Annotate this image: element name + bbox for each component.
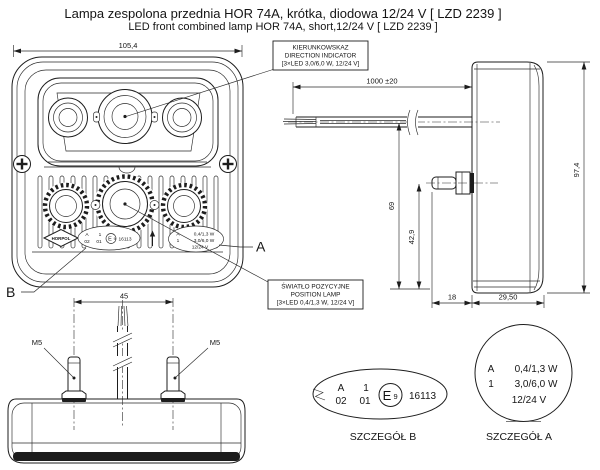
detail-a-row1-label: A <box>488 364 495 375</box>
front-mark-number: 16113 <box>119 236 132 242</box>
detail-b: A 02 1 01 E 9 16113 SZCZEGÓŁ B <box>312 368 448 443</box>
side-stud <box>426 171 498 195</box>
dim-cable-length-label: 1000 ±20 <box>366 77 397 86</box>
detail-b-col2-top: 1 <box>363 383 369 394</box>
label-a: A <box>218 239 266 255</box>
screw-right <box>219 155 237 173</box>
detail-a-row1-value: 0,4/1,3 W <box>515 364 558 375</box>
direction-leader-dot <box>123 114 127 119</box>
dim-total-height: 97,4 <box>547 61 590 294</box>
front-mark-e9: 9 <box>114 237 116 241</box>
front-watt-r2v: 3,0/6,0 W <box>194 238 215 244</box>
detail-a: A 0,4/1,3 W 1 3,0/6,0 W 12/24 V SZCZEGÓŁ… <box>474 324 573 443</box>
detail-b-caption: SZCZEGÓŁ B <box>350 430 417 443</box>
dim-stud-spacing-label: 45 <box>120 292 128 301</box>
detail-b-col2-bottom: 01 <box>359 396 371 407</box>
label-b: B <box>6 247 87 300</box>
dim-stud-height-label: 42,9 <box>407 230 416 245</box>
front-top-lamps <box>48 89 202 144</box>
detail-a-row2-label: 1 <box>488 379 494 390</box>
callout-position-lamp: ŚWIATŁO POZYCYJNE POSITION LAMP [3×LED 0… <box>125 204 364 310</box>
drawing-title-line1: Lampa zespolona przednia HOR 74A, krótka… <box>64 6 501 21</box>
dim-cable-height-label: 69 <box>387 202 396 210</box>
stud-label-right: M5 <box>173 338 220 380</box>
detail-a-caption: SZCZEGÓŁ A <box>486 430 552 443</box>
dim-total-height-label: 97,4 <box>572 163 581 178</box>
front-mark-1: 1 <box>99 232 102 238</box>
callout-position-line3: [3×LED 0,4/1,3 W, 12/24 V] <box>277 300 355 307</box>
callout-direction-line2: DIRECTION INDICATOR <box>285 53 357 60</box>
front-mark-02: 02 <box>84 239 90 245</box>
front-wattage-mark: A 0,4/1,3 W 1 3,0/6,0 W 12/24 V <box>168 225 224 253</box>
bottom-body <box>7 398 246 464</box>
front-view: 105,4 <box>6 41 266 300</box>
bottom-cable <box>112 300 133 428</box>
callout-direction-line1: KIERUNKOWSKAZ <box>292 45 348 52</box>
dim-stud-height: 42,9 <box>390 184 430 290</box>
front-watt-r3: 12/24 V <box>192 245 209 251</box>
callout-direction-line3: [3×LED 3,0/6,0 W, 12/24 V] <box>282 61 360 68</box>
detail-b-break-mark <box>312 388 326 401</box>
dim-cable-length: 1000 ±20 <box>292 77 472 114</box>
e-mark-circle-icon <box>378 383 403 407</box>
position-leader-dot <box>123 202 127 206</box>
front-top-panel <box>37 77 219 174</box>
front-watt-r2l: 1 <box>177 238 180 244</box>
orientation-arrow-icon <box>149 230 156 246</box>
bottom-view: 45 <box>7 292 246 464</box>
front-e-mark: A 02 1 01 E 9 16113 <box>77 225 141 251</box>
front-mark-01: 01 <box>96 239 102 245</box>
callout-position-line1: ŚWIATŁO POZYCYJNE <box>281 282 349 291</box>
label-b-text: B <box>6 284 15 300</box>
dim-front-width: 105,4 <box>13 41 243 57</box>
callout-position-line2: POSITION LAMP <box>291 292 341 299</box>
label-a-text: A <box>256 239 266 255</box>
detail-a-row2-value: 3,0/6,0 W <box>515 379 558 390</box>
dim-cable-height: 69 <box>387 123 402 289</box>
detail-a-row3-value: 12/24 V <box>512 395 547 406</box>
stud-label-left: M5 <box>32 338 76 380</box>
callout-direction-indicator: KIERUNKOWSKAZ DIRECTION INDICATOR [3×LED… <box>125 40 369 117</box>
drawing-title-line2: LED front combined lamp HOR 74A, short,1… <box>128 21 437 33</box>
front-bottom-lamps <box>42 173 208 235</box>
dim-stud-length: 18 29,50 <box>431 192 545 308</box>
dim-depth-label: 29,50 <box>499 293 518 302</box>
stud-label-right-text: M5 <box>210 338 220 347</box>
front-watt-r1l: A <box>176 232 180 238</box>
front-watt-r1v: 0,4/1,3 W <box>194 232 215 238</box>
detail-b-e-digit: 9 <box>394 392 398 401</box>
horpol-logo-text: HORPOL <box>52 236 71 241</box>
detail-b-col1-top: A <box>338 383 345 394</box>
side-view: 1000 ±20 97,4 69 42,9 <box>283 61 590 308</box>
stud-label-left-text: M5 <box>32 338 42 347</box>
detail-b-approval-number: 16113 <box>409 391 437 402</box>
side-cable <box>283 109 500 136</box>
front-mark-a: A <box>85 232 89 238</box>
front-mark-e: E <box>108 237 112 243</box>
bottom-stud-right <box>160 356 186 402</box>
screw-left <box>13 155 31 173</box>
detail-b-col1-bottom: 02 <box>335 396 347 407</box>
detail-b-e-letter: E <box>383 388 392 403</box>
dim-front-width-label: 105,4 <box>119 41 138 50</box>
dim-stud-length-label: 18 <box>448 293 456 302</box>
